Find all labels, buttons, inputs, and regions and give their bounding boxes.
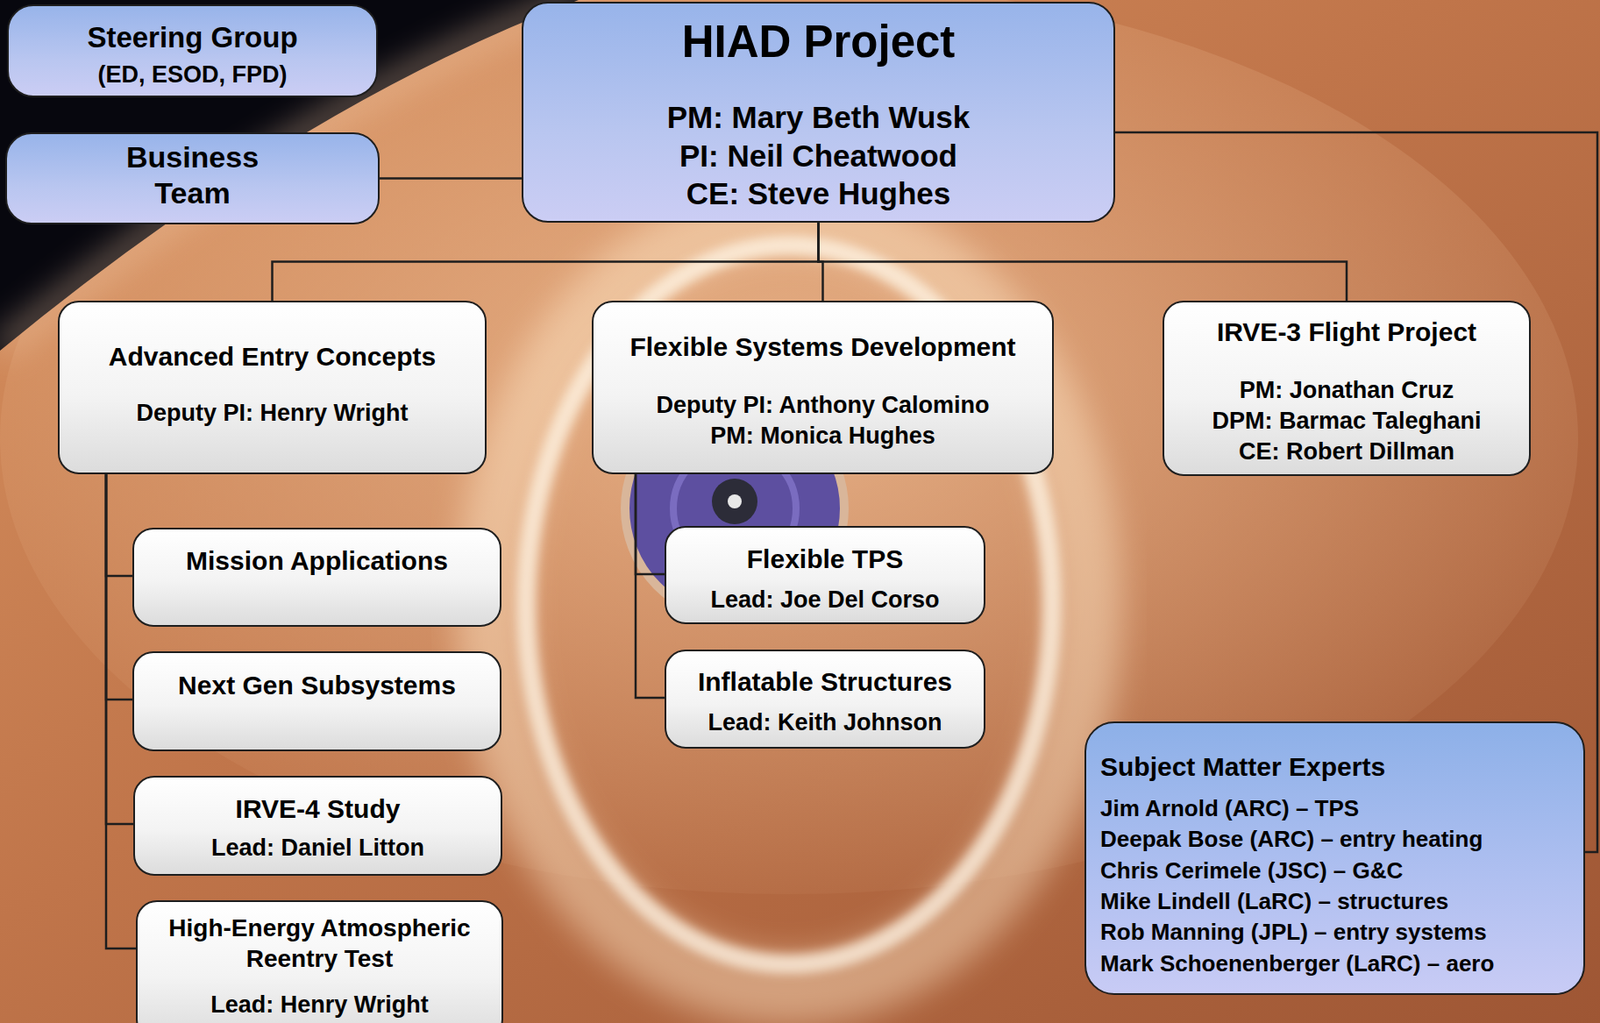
element-box: IRVE-3 Flight ProjectPM: Jonathan CruzDP… — [1162, 300, 1531, 477]
team-box: Business Team — [5, 132, 380, 225]
element-box: Advanced Entry ConceptsDeputy PI: Henry … — [57, 300, 487, 475]
org-connector — [106, 474, 136, 949]
box-line: Deputy PI: Anthony Calomino — [607, 390, 1039, 421]
box-line: PI: Neil Cheatwood — [537, 136, 1100, 176]
box-line: Deepak Bose (ARC) – entry heating — [1100, 824, 1570, 855]
box-heading: Inflatable Structures — [680, 666, 970, 698]
box-line: CE: Robert Dillman — [1178, 436, 1515, 468]
box-heading: Next Gen Subsystems — [148, 669, 486, 702]
org-connector — [379, 177, 522, 180]
box-heading: Advanced Entry Concepts — [73, 341, 471, 373]
org-connector — [818, 222, 1348, 301]
org-connector — [106, 474, 133, 700]
box-heading: IRVE-3 Flight Project — [1178, 314, 1515, 349]
task-box: IRVE-4 StudyLead: Daniel Litton — [133, 775, 503, 876]
org-connector — [272, 222, 819, 301]
box-heading: Mission Applications — [148, 545, 486, 577]
box-heading: Business Team — [96, 139, 290, 212]
atmosphere-haze — [0, 0, 1579, 895]
element-box: Flexible Systems DevelopmentDeputy PI: A… — [591, 300, 1054, 475]
org-connector — [635, 474, 665, 698]
experts-box: Subject Matter ExpertsJim Arnold (ARC) –… — [1084, 721, 1586, 996]
box-line: Lead: Keith Johnson — [680, 708, 970, 737]
box-line: PM: Jonathan Cruz — [1178, 375, 1515, 406]
box-heading: Subject Matter Experts — [1100, 749, 1570, 786]
task-box: Next Gen Subsystems — [132, 651, 502, 752]
box-line: Deputy PI: Henry Wright — [73, 398, 471, 427]
shock-glow-wide — [490, 219, 1088, 991]
box-heading: HIAD Project — [537, 14, 1100, 71]
box-line: Mike Lindell (LaRC) – structures — [1100, 886, 1570, 918]
org-connector — [106, 474, 134, 825]
org-connector — [635, 474, 665, 575]
task-box: Flexible TPS Lead: Joe Del Corso — [664, 526, 986, 625]
box-heading: High-Energy Atmospheric Reentry Test — [151, 912, 488, 975]
box-line: Lead: Henry Wright — [151, 990, 488, 1021]
box-line: DPM: Barmac Taleghani — [1178, 405, 1515, 437]
box-line: (ED, ESOD, FPD) — [22, 60, 363, 89]
box-heading: Flexible TPS — [680, 543, 970, 576]
box-line: PM: Mary Beth Wusk — [537, 98, 1100, 137]
box-line: Chris Cerimele (JSC) – G&C — [1100, 855, 1570, 887]
box-heading: Flexible Systems Development — [607, 329, 1039, 364]
task-box: Inflatable StructuresLead: Keith Johnson — [664, 649, 986, 749]
project-box: HIAD ProjectPM: Mary Beth WuskPI: Neil C… — [521, 1, 1116, 223]
task-box: Mission Applications — [132, 527, 502, 627]
org-connector — [106, 474, 133, 576]
steering-box: Steering Group (ED, ESOD, FPD) — [7, 4, 378, 98]
box-line: Jim Arnold (ARC) – TPS — [1100, 793, 1570, 825]
box-line: Mark Schoenenberger (LaRC) – aero — [1100, 948, 1570, 980]
space-sky — [0, 0, 579, 351]
heat-shield-hub — [711, 478, 758, 525]
box-line: PM: Monica Hughes — [607, 420, 1039, 452]
task-box: High-Energy Atmospheric Reentry TestLead… — [135, 900, 504, 1023]
horizon-glow — [0, 0, 579, 351]
box-line: Rob Manning (JPL) – entry systems — [1100, 917, 1570, 948]
box-line: Lead: Joe Del Corso — [680, 585, 970, 614]
box-line: Lead: Daniel Litton — [149, 833, 487, 862]
box-heading: Steering Group — [22, 20, 363, 56]
box-heading: IRVE-4 Study — [149, 793, 487, 825]
box-line: CE: Steve Hughes — [537, 174, 1100, 214]
heat-shield-dot — [727, 494, 742, 509]
